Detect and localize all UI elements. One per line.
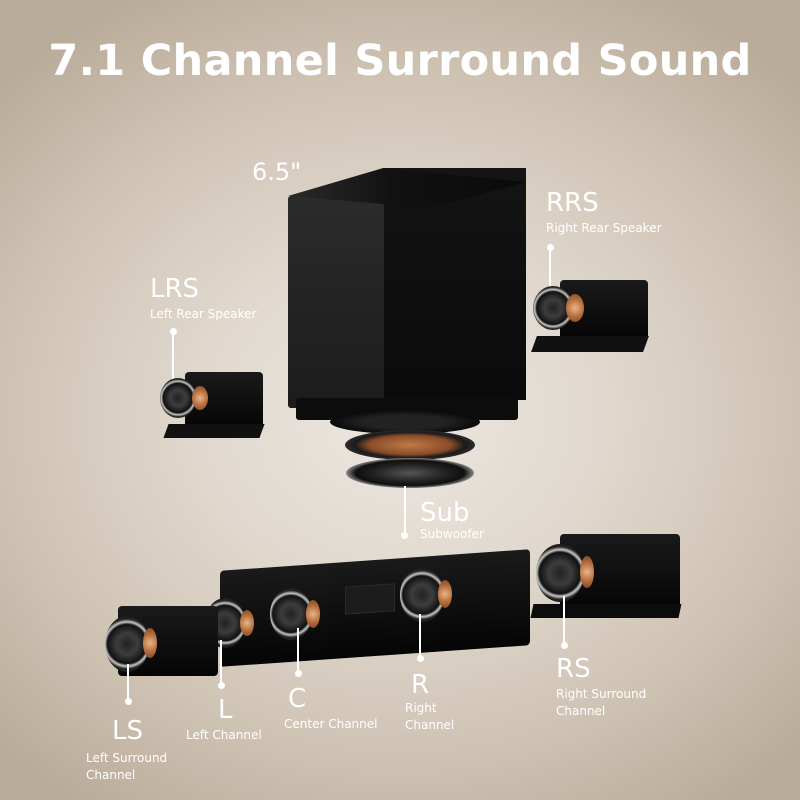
rs-pointer-dot xyxy=(561,642,568,649)
l-coil xyxy=(240,610,254,636)
rrs-speaker-base xyxy=(531,336,649,352)
ls-driver xyxy=(105,616,149,672)
l-pointer-dot xyxy=(218,682,225,689)
c-pointer-dot xyxy=(295,670,302,677)
rs-coil xyxy=(580,556,594,588)
l-label: L Left Channel xyxy=(186,695,262,742)
rrs-coil xyxy=(566,294,584,322)
soundbar-bracket xyxy=(345,583,395,615)
c-driver xyxy=(270,588,312,640)
rs-label: RS Right Surround Channel xyxy=(556,654,647,718)
r-driver xyxy=(400,568,444,622)
sub-pointer-dot xyxy=(401,532,408,539)
rs-driver xyxy=(536,544,584,602)
c-pointer-line xyxy=(297,628,299,672)
rs-pointer-line xyxy=(563,596,565,644)
c-coil xyxy=(306,600,320,628)
r-label: R Right Channel xyxy=(405,670,455,732)
rs-speaker-base xyxy=(530,604,682,618)
l-pointer-line xyxy=(220,640,222,684)
lrs-pointer-dot xyxy=(170,328,177,335)
ls-coil xyxy=(143,628,157,658)
rrs-pointer-dot xyxy=(547,244,554,251)
subwoofer-cone xyxy=(346,458,474,488)
ls-pointer-line xyxy=(127,664,129,700)
lrs-driver xyxy=(160,378,196,418)
lrs-coil xyxy=(192,386,208,410)
page-title: 7.1 Channel Surround Sound xyxy=(48,36,752,86)
r-pointer-dot xyxy=(417,655,424,662)
rrs-pointer-line xyxy=(549,248,551,294)
lrs-pointer-line xyxy=(172,332,174,392)
r-coil xyxy=(438,580,452,608)
sub-label: Sub Subwoofer xyxy=(420,498,484,541)
r-pointer-line xyxy=(419,614,421,658)
ls-pointer-dot xyxy=(125,698,132,705)
subwoofer-size-label: 6.5" xyxy=(252,158,302,186)
ls-label: LS Left Surround Channel xyxy=(86,716,168,782)
sub-pointer-line xyxy=(404,486,406,534)
subwoofer-image xyxy=(288,168,526,408)
subwoofer-voice-coil xyxy=(345,430,475,460)
lrs-label: LRS Left Rear Speaker xyxy=(150,274,257,321)
rrs-label: RRS Right Rear Speaker xyxy=(546,188,662,235)
c-label: C Center Channel xyxy=(284,684,378,731)
lrs-speaker-base xyxy=(163,424,265,438)
